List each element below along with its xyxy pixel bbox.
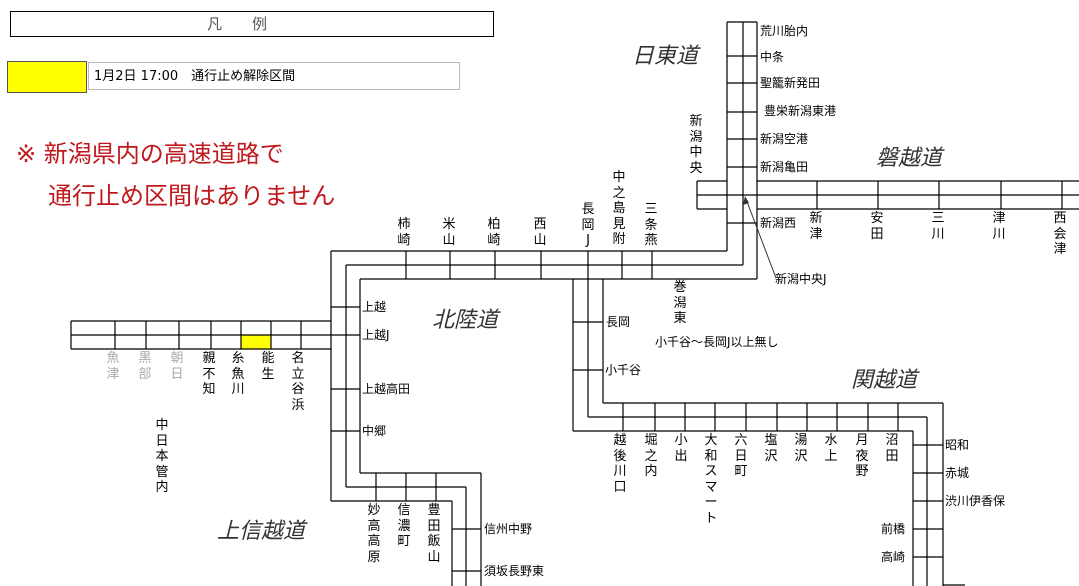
legend-item-label: 1月2日 17:00 通行止め解除区間 [88,62,460,90]
ic-label: 西会津 [1053,211,1067,257]
ic-label: 中郷 [362,424,387,438]
ic-label: 柏崎 [487,217,501,248]
ic-label: 能生 [261,351,275,382]
ic-label: 中条 [760,50,785,64]
ic-label: 昭和 [945,438,970,452]
ic-label: 赤城 [945,466,970,480]
ic-label: 荒川胎内 [760,24,809,38]
ic-label: 新潟西 [760,216,797,230]
ic-label: 豊田飯山 [427,503,441,565]
jct-label: 新潟中央J [775,272,827,286]
ic-label: 越後川口 [613,433,627,495]
legend-title: 凡例 [10,11,494,37]
ic-label: 米山 [442,217,456,248]
ic-label: 小千谷 [605,363,642,377]
ic-label: 堀之内 [644,433,658,479]
ic-label: 新潟亀田 [760,160,809,174]
ic-label: 沼田 [885,433,899,464]
ic-label: 西山 [533,217,547,248]
ic-label: 信濃町 [397,503,411,549]
ic-label: 糸魚川 [231,351,245,397]
arrowhead-icon [743,196,749,205]
ic-label-outside: 黒部 [138,351,152,382]
ic-label: 上越高田 [362,382,411,396]
ic-label: 月夜野 [855,433,869,479]
ic-label: 聖籠新発田 [760,76,821,90]
road-name-banetsu: 磐越道 [876,146,943,171]
notice-line-2: 通行止め区間はありません [48,182,336,210]
ic-label: 塩沢 [764,433,778,464]
ic-label: 名立谷浜 [291,351,305,413]
ic-label: 新津 [809,211,823,242]
ic-label: 三川 [931,211,945,242]
ic-label: 親不知 [202,351,216,397]
jct-pointer-line [745,198,777,279]
ic-label: 須坂長野東 [484,564,545,578]
nakanihon-label: 中日本管内 [155,418,169,495]
ic-label: 安田 [870,211,884,242]
ic-label: 小出 [674,433,688,464]
ic-label: 水上 [824,433,838,464]
road-name-kanetsu: 関越道 [851,368,918,393]
ic-label: 巻潟東 [673,280,687,326]
ic-label: 長岡J [581,202,595,248]
reopened-section-highlight [241,335,271,349]
ic-label: 豊栄新潟東港 [764,104,837,118]
ic-label: 上越 [362,300,387,314]
ic-label: 長岡 [606,315,631,329]
road-name-nitto: 日東道 [632,44,699,69]
legend-yellow-swatch [7,61,87,93]
ic-label: 新潟中央 [689,114,703,176]
road-name-hokuriku: 北陸道 [432,308,499,333]
ic-label: 新潟空港 [760,132,809,146]
ic-label: 湯沢 [794,433,808,464]
ic-label: 柿崎 [397,217,411,248]
ic-label: 渋川伊香保 [945,494,1006,508]
ic-label: 妙高高原 [367,503,381,565]
ic-label: 津川 [992,211,1006,242]
ic-label: 三条燕 [644,202,658,248]
ic-label: 六日町 [734,433,748,479]
ic-label: 高崎 [881,550,906,564]
kanetsu-note: 小千谷〜長岡J以上無し [655,335,779,349]
ic-label: 中之島見附 [612,170,626,247]
ic-label: 信州中野 [484,522,533,536]
road-name-joshinetsu: 上信越道 [217,519,306,544]
ic-label-outside: 魚津 [106,351,120,382]
ic-label: 大和スマート [704,433,718,526]
ic-label-outside: 朝日 [170,351,184,382]
notice-line-1: ※ 新潟県内の高速道路で [16,140,284,168]
ic-label: 前橋 [881,522,906,536]
ic-label: 上越J [362,328,390,342]
